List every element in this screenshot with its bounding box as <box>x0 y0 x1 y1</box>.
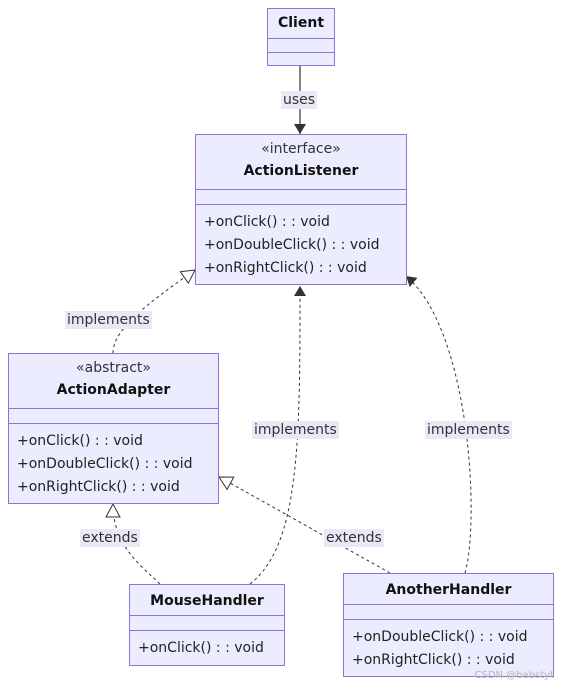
attributes-section <box>130 616 284 631</box>
edge-mouse-implements <box>249 285 306 585</box>
label-adapter-implements: implements <box>65 311 152 329</box>
watermark: CSDN @babstyt <box>474 670 554 681</box>
class-name: MouseHandler <box>150 593 264 609</box>
method-item: +onRightClick() : : void <box>352 652 515 668</box>
attributes-section <box>196 190 406 205</box>
methods-section: +onClick() : : void +onDoubleClick() : :… <box>9 424 218 499</box>
class-name: ActionListener <box>243 163 359 179</box>
class-mouse-handler: MouseHandler +onClick() : : void <box>129 584 285 666</box>
method-item: +onDoubleClick() : : void <box>352 629 528 645</box>
edge-another-extends <box>218 476 391 574</box>
method-item: +onClick() : : void <box>138 640 264 656</box>
method-item: +onRightClick() : : void <box>17 479 180 495</box>
class-another-handler: AnotherHandler +onDoubleClick() : : void… <box>343 573 554 677</box>
method-item: +onRightClick() : : void <box>204 260 367 276</box>
label-uses: uses <box>281 91 318 109</box>
methods-section: +onClick() : : void <box>130 631 284 660</box>
attributes-section <box>9 409 218 424</box>
class-client: Client <box>267 8 335 66</box>
class-stereotype: «abstract» <box>76 360 151 376</box>
class-action-listener: «interface» ActionListener +onClick() : … <box>195 134 407 285</box>
method-item: +onDoubleClick() : : void <box>204 237 380 253</box>
attributes-section <box>344 605 553 620</box>
methods-section: +onClick() : : void +onDoubleClick() : :… <box>196 205 406 280</box>
class-action-adapter: «abstract» ActionAdapter +onClick() : : … <box>8 353 219 504</box>
method-item: +onClick() : : void <box>204 214 330 230</box>
class-name: ActionAdapter <box>56 382 171 398</box>
attributes-section <box>268 39 334 53</box>
method-item: +onClick() : : void <box>17 433 143 449</box>
methods-section: +onDoubleClick() : : void +onRightClick(… <box>344 620 553 672</box>
class-name: Client <box>277 15 325 31</box>
label-mouse-implements: implements <box>252 421 339 439</box>
label-mouse-extends: extends <box>80 529 140 547</box>
class-stereotype: «interface» <box>261 141 341 157</box>
method-item: +onDoubleClick() : : void <box>17 456 193 472</box>
label-another-extends: extends <box>324 529 384 547</box>
label-another-implements: implements <box>425 421 512 439</box>
edge-mouse-extends <box>105 502 161 585</box>
class-name: AnotherHandler <box>385 582 512 598</box>
